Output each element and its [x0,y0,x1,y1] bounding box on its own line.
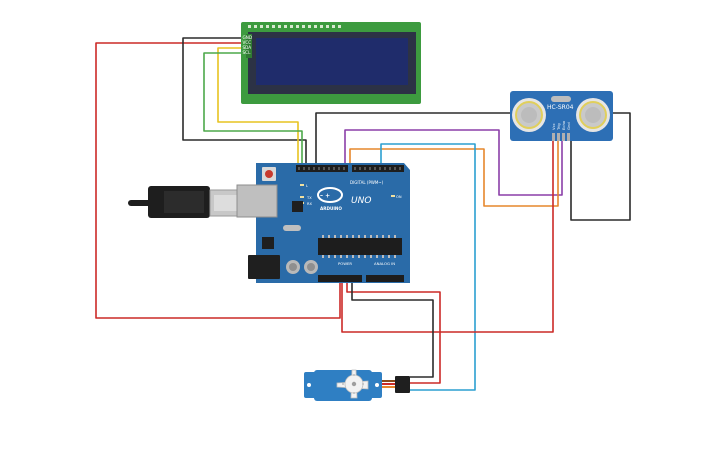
arduino-uno[interactable]: DIGITAL (PWM~) – + ARDUINO UNO L TX RX O… [236,163,410,283]
lcd-pin-labels: GND VCC SDA SCL [243,35,253,55]
wire-black-servo-gnd[interactable] [351,280,434,378]
led-labels: L TX RX ON [306,184,402,206]
atmega-chip [318,238,402,255]
digital-header [296,165,404,172]
capacitors [286,260,318,274]
wire-black-sensor-gnd[interactable] [315,112,512,168]
power-label: POWER [338,261,352,266]
svg-text:ON: ON [396,195,402,199]
crystal [283,225,301,231]
wire-red-lcd-vcc[interactable] [95,42,341,319]
svg-text:SDA: SDA [243,45,252,50]
arduino-logo: – + ARDUINO [317,187,343,211]
power-jack [248,255,280,279]
sensor-model-label: HC-SR04 [547,104,574,111]
reset-button[interactable] [262,167,276,181]
lcd-module[interactable]: GND VCC SDA SCL [241,22,421,104]
servo-connector [395,376,410,393]
svg-text:RX: RX [307,202,312,206]
uno-label: UNO [351,196,371,206]
wire-black-lcd-gnd[interactable] [182,37,307,168]
svg-text:TX: TX [306,196,312,200]
lcd-screen [256,38,408,85]
sensor-pins [552,133,570,141]
servo-horn [336,369,369,399]
wire-yellow-lcd-sda[interactable] [217,47,299,168]
wire-purple-trig[interactable] [344,129,563,196]
digital-label: DIGITAL (PWM~) [350,180,384,185]
lcd-header-pins [248,25,341,28]
wire-black-sensor-gnd-2[interactable] [570,112,631,221]
svg-text:Gnd: Gnd [566,122,571,130]
svg-text:L: L [306,184,308,188]
wire-green-lcd-scl[interactable] [203,52,303,168]
svg-text:SCL: SCL [243,50,252,55]
power-analog-headers [318,275,404,282]
wire-blue-servo-signal[interactable] [380,143,476,391]
usb-chip [292,201,303,212]
svg-text:ARDUINO: ARDUINO [320,206,342,211]
sensor-transducer-right [576,98,610,132]
svg-text:– +: – + [320,193,330,200]
wire-red-sensor-vcc[interactable] [341,140,554,333]
svg-text:GND: GND [243,35,253,40]
wire-red-servo-vcc[interactable] [346,280,441,384]
regulator [262,237,274,249]
sensor-pin-labels: Vcc Trig Echo Gnd [551,120,571,131]
svg-text:Vcc: Vcc [551,123,556,130]
svg-text:Trig: Trig [556,123,561,131]
servo-motor[interactable] [304,369,410,401]
servo-cable [382,376,410,393]
svg-text:Echo: Echo [561,120,566,130]
wire-orange-echo[interactable] [349,140,559,207]
wires [95,37,631,391]
svg-text:VCC: VCC [243,40,252,45]
ultrasonic-sensor[interactable]: HC-SR04 Vcc Trig Echo Gnd [510,91,613,141]
analog-label: ANALOG IN [374,261,395,266]
usb-port [236,184,278,218]
sensor-transducer-left [512,98,546,132]
